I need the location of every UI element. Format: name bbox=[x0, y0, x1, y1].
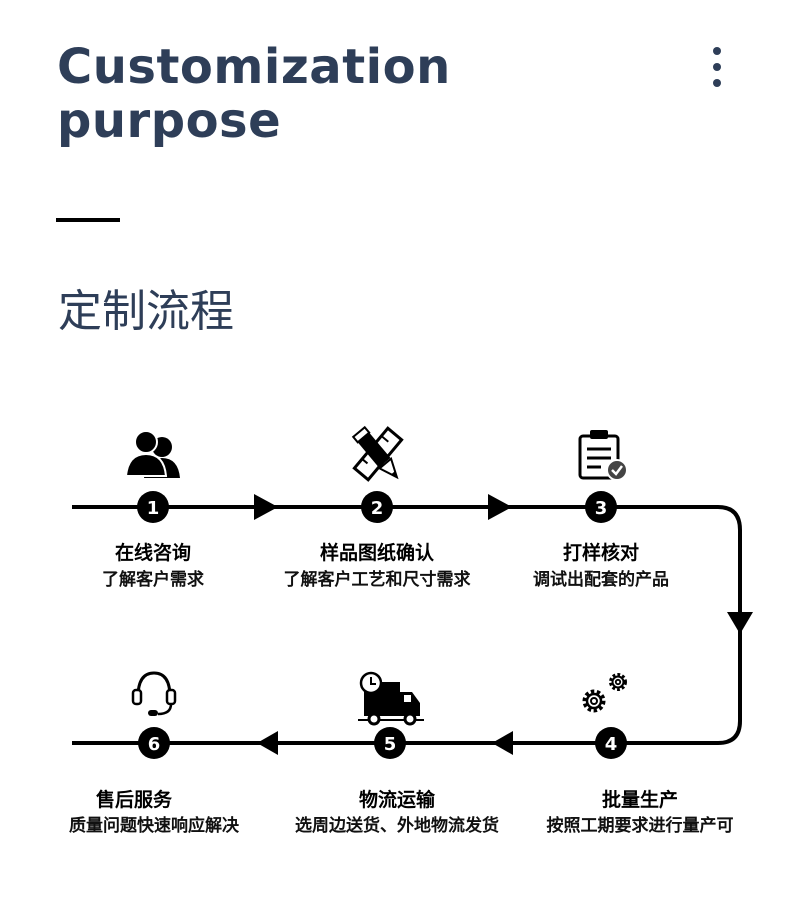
arrow-right-icon bbox=[254, 494, 278, 520]
step-2-number: 2 bbox=[371, 498, 384, 519]
step-3-name: 打样核对 bbox=[562, 542, 639, 564]
step-2-name: 样品图纸确认 bbox=[319, 542, 434, 564]
step-1-name: 在线咨询 bbox=[114, 542, 191, 564]
step-5-number: 5 bbox=[384, 734, 397, 755]
step-6-marker: 6 bbox=[138, 727, 170, 759]
headset-icon bbox=[131, 671, 177, 716]
step-5-marker: 5 bbox=[374, 727, 406, 759]
step-2-desc: 了解客户工艺和尺寸需求 bbox=[283, 570, 471, 590]
step-5-name: 物流运输 bbox=[358, 789, 435, 811]
arrow-left-icon bbox=[257, 731, 278, 755]
section-subtitle: 定制流程 bbox=[58, 286, 234, 337]
step-1-number: 1 bbox=[147, 498, 160, 519]
step-6-number: 6 bbox=[148, 734, 161, 755]
step-4-desc: 按照工期要求进行量产可 bbox=[546, 816, 734, 836]
title-divider bbox=[56, 218, 120, 222]
step-3-number: 3 bbox=[595, 498, 608, 519]
step-1-marker: 1 bbox=[137, 491, 169, 523]
step-3-marker: 3 bbox=[585, 491, 617, 523]
clipboard-check-icon bbox=[578, 430, 628, 481]
arrow-right-icon bbox=[488, 494, 512, 520]
more-menu-icon[interactable] bbox=[700, 40, 734, 94]
pencil-ruler-icon bbox=[351, 425, 404, 482]
flow-arrows bbox=[254, 494, 753, 755]
step-4-name: 批量生产 bbox=[601, 789, 678, 811]
arrow-down-icon bbox=[727, 612, 753, 634]
title-line-1: Customization bbox=[57, 39, 451, 95]
step-3-desc: 调试出配套的产品 bbox=[533, 570, 669, 590]
step-4-marker: 4 bbox=[595, 727, 627, 759]
step-1-desc: 了解客户需求 bbox=[102, 570, 204, 590]
delivery-truck-icon bbox=[358, 671, 424, 726]
page-title: Customization purpose bbox=[57, 40, 451, 148]
step-4-number: 4 bbox=[605, 734, 618, 755]
step-6-name: 售后服务 bbox=[95, 789, 172, 811]
step-2-marker: 2 bbox=[361, 491, 393, 523]
arrow-left-icon bbox=[492, 731, 513, 755]
step-6-desc: 质量问题快速响应解决 bbox=[69, 816, 239, 836]
title-line-2: purpose bbox=[57, 93, 282, 149]
user-group-icon bbox=[124, 430, 180, 478]
step-5-desc: 选周边送货、外地物流发货 bbox=[295, 816, 499, 836]
gears-icon bbox=[582, 673, 627, 713]
